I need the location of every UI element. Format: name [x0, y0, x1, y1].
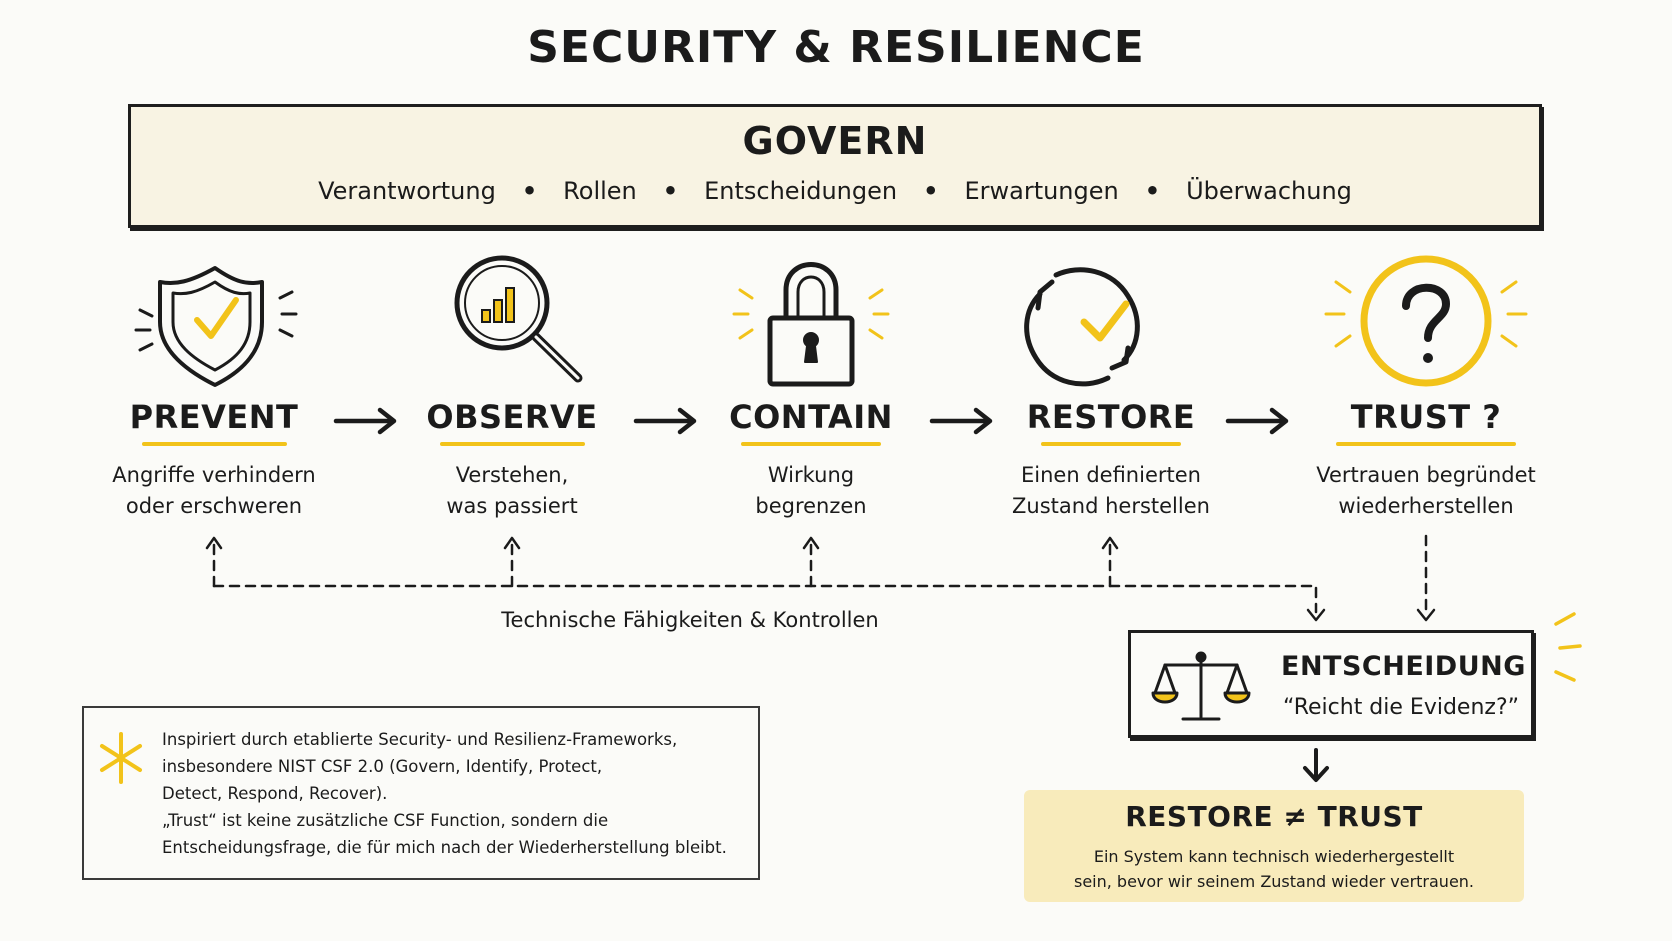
- step-desc-prevent: Angriffe verhindern oder erschweren: [84, 460, 344, 522]
- step-desc-trust: Vertrauen begründet wiederherstellen: [1296, 460, 1556, 522]
- refresh-check-icon: [1024, 267, 1140, 387]
- flow-arrow: [633, 407, 697, 435]
- step-title-text: PREVENT: [129, 398, 299, 436]
- govern-item: Überwachung: [1186, 177, 1352, 205]
- step-title-text: CONTAIN: [729, 398, 893, 436]
- decision-question: “Reicht die Evidenz?”: [1282, 695, 1520, 720]
- step-title-trust: TRUST ?: [1306, 398, 1546, 446]
- title-underline: [741, 442, 881, 446]
- desc-line: Zustand herstellen: [1012, 494, 1210, 518]
- step-title-observe: OBSERVE: [392, 398, 632, 446]
- note-line: „Trust“ ist keine zusätzliche CSF Functi…: [162, 811, 609, 830]
- arrowhead-down: [1306, 608, 1326, 622]
- note-line: Entscheidungsfrage, die für mich nach de…: [162, 838, 727, 857]
- govern-item: Erwartungen: [964, 177, 1119, 205]
- flow-arrow: [929, 407, 993, 435]
- arrowhead-up: [802, 536, 820, 550]
- govern-title: GOVERN: [742, 119, 928, 163]
- decision-down-arrow: [1303, 748, 1329, 782]
- step-title-prevent: PREVENT: [94, 398, 334, 446]
- desc-line: oder erschweren: [125, 494, 303, 518]
- desc-line: Einen definierten: [1021, 463, 1201, 487]
- title-underline: [1336, 442, 1516, 446]
- separator-dot: •: [662, 177, 679, 205]
- arrowhead-down: [1416, 608, 1436, 622]
- magnifier-chart-icon: [454, 255, 583, 383]
- restore-trust-title: RESTORE ≠ TRUST: [1125, 800, 1423, 833]
- separator-dot: •: [521, 177, 538, 205]
- desc-line: Angriffe verhindern: [112, 463, 316, 487]
- desc-line: was passiert: [446, 494, 578, 518]
- step-title-text: RESTORE: [1026, 398, 1196, 436]
- govern-item: Rollen: [563, 177, 637, 205]
- desc-line: Verstehen,: [455, 463, 569, 487]
- step-desc-observe: Verstehen, was passiert: [382, 460, 642, 522]
- step-title-restore: RESTORE: [991, 398, 1231, 446]
- page-title: SECURITY & RESILIENCE: [527, 22, 1145, 73]
- decision-box: ENTSCHEIDUNG “Reicht die Evidenz?”: [1128, 630, 1534, 738]
- govern-box: GOVERN Verantwortung • Rollen • Entscheidung…: [128, 104, 1542, 228]
- restore-trust-banner: RESTORE ≠ TRUST Ein System kann technisc…: [1024, 790, 1524, 902]
- controls-label: Technische Fähigkeiten & Kontrollen: [501, 608, 879, 632]
- desc-line: Vertrauen begründet: [1316, 463, 1536, 487]
- note-line: Detect, Respond, Recover).: [162, 784, 388, 803]
- desc-line: wiederherstellen: [1338, 494, 1514, 518]
- banner-line: Ein System kann technisch wiederhergeste…: [1093, 847, 1455, 866]
- asterisk-icon: [100, 732, 142, 784]
- desc-line: begrenzen: [755, 494, 867, 518]
- shield-check-icon: [134, 266, 298, 387]
- govern-item: Entscheidungen: [704, 177, 898, 205]
- title-underline: [141, 442, 287, 446]
- scales-icon: [1151, 651, 1251, 721]
- desc-line: Wirkung: [767, 463, 855, 487]
- flow-arrow: [333, 407, 397, 435]
- arrowhead-up: [1101, 536, 1119, 550]
- arrowhead-up: [205, 536, 223, 550]
- separator-dot: •: [1144, 177, 1161, 205]
- decision-title: ENTSCHEIDUNG: [1281, 651, 1526, 682]
- controls-dashed-line: [212, 584, 1318, 614]
- note-box: Inspiriert durch etablierte Security- un…: [82, 706, 760, 880]
- govern-item: Verantwortung: [318, 177, 496, 205]
- restore-trust-text: Ein System kann technisch wiederhergeste…: [1024, 844, 1524, 894]
- question-circle-icon: [1324, 255, 1528, 387]
- step-desc-contain: Wirkung begrenzen: [681, 460, 941, 522]
- title-underline: [439, 442, 585, 446]
- govern-items: Verantwortung • Rollen • Entscheidungen • Erwa…: [131, 177, 1539, 205]
- banner-line: sein, bevor wir seinem Zustand wieder ve…: [1073, 872, 1475, 891]
- arrowhead-up: [503, 536, 521, 550]
- padlock-icon: [732, 262, 890, 387]
- decision-emphasis-marks: [1554, 612, 1582, 682]
- step-title-text: TRUST ?: [1350, 398, 1502, 436]
- flow-arrow: [1225, 407, 1289, 435]
- title-underline: [1041, 442, 1181, 446]
- separator-dot: •: [923, 177, 939, 205]
- note-text: Inspiriert durch etablierte Security- un…: [162, 726, 748, 861]
- step-title-contain: CONTAIN: [691, 398, 931, 446]
- note-line: Inspiriert durch etablierte Security- un…: [162, 730, 678, 749]
- note-line: insbesondere NIST CSF 2.0 (Govern, Ident…: [162, 757, 603, 776]
- step-title-text: OBSERVE: [426, 398, 598, 436]
